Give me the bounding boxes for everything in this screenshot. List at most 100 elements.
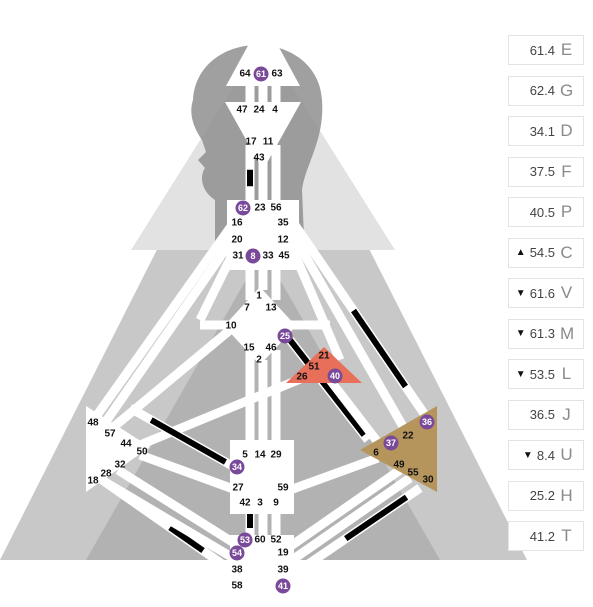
gate-8[interactable]: 8	[250, 251, 255, 261]
gate-4[interactable]: 4	[272, 105, 278, 116]
gate-52[interactable]: 52	[270, 535, 282, 546]
triangle-down-icon: ▼	[515, 287, 526, 299]
gate-19[interactable]: 19	[277, 548, 289, 559]
planet-letter: T	[561, 526, 572, 545]
gate-23[interactable]: 23	[254, 203, 266, 214]
gate-6[interactable]: 6	[373, 448, 379, 459]
gate-5[interactable]: 5	[242, 450, 248, 461]
gate-60[interactable]: 60	[254, 535, 266, 546]
gate-64[interactable]: 64	[239, 69, 251, 80]
gate-3[interactable]: 3	[257, 498, 263, 509]
gate-21[interactable]: 21	[318, 351, 330, 362]
gate-30[interactable]: 30	[422, 475, 434, 486]
gate-2[interactable]: 2	[256, 355, 262, 366]
gate-40[interactable]: 40	[330, 371, 340, 381]
gate-41-activation-circle	[275, 578, 291, 594]
g-center[interactable]	[224, 287, 296, 365]
gate-38[interactable]: 38	[231, 565, 243, 576]
gate-14[interactable]: 14	[254, 450, 266, 461]
gate-16[interactable]: 16	[231, 218, 243, 229]
gate-37[interactable]: 37	[386, 438, 396, 448]
gate-47[interactable]: 47	[236, 105, 248, 116]
gate-54[interactable]: 54	[232, 548, 242, 558]
gate-8-activation-circle	[245, 248, 261, 264]
gate-46[interactable]: 46	[265, 343, 277, 354]
gate-43[interactable]: 43	[253, 153, 265, 164]
gate-63[interactable]: 63	[271, 69, 283, 80]
gate-37-activation-circle	[383, 435, 399, 451]
gate-7[interactable]: 7	[244, 303, 250, 314]
gate-56[interactable]: 56	[270, 203, 282, 214]
gate-20[interactable]: 20	[231, 235, 243, 246]
gate-28[interactable]: 28	[100, 469, 112, 480]
gate-32[interactable]: 32	[114, 460, 126, 471]
gate-27[interactable]: 27	[232, 483, 244, 494]
gate-24[interactable]: 24	[253, 105, 265, 116]
gate-39[interactable]: 39	[277, 565, 289, 576]
gate-40-activation-circle	[327, 368, 343, 384]
channel-49-19	[282, 466, 403, 554]
gate-25[interactable]: 25	[280, 331, 290, 341]
gate-51[interactable]: 51	[308, 362, 320, 373]
gate-18[interactable]: 18	[87, 476, 99, 487]
gate-55[interactable]: 55	[407, 468, 419, 479]
gate-9[interactable]: 9	[273, 498, 279, 509]
solar-plexus-center[interactable]	[360, 406, 437, 492]
heart-center[interactable]	[286, 347, 362, 383]
gate-42[interactable]: 42	[239, 498, 251, 509]
gate-49[interactable]: 49	[393, 460, 405, 471]
gate-35[interactable]: 35	[277, 218, 289, 229]
gate-15[interactable]: 15	[243, 343, 255, 354]
gate-11[interactable]: 11	[263, 137, 274, 148]
gate-53[interactable]: 53	[240, 535, 250, 545]
gate-12[interactable]: 12	[277, 235, 289, 246]
gate-61-activation-circle	[253, 66, 269, 82]
gate-41[interactable]: 41	[278, 581, 288, 591]
gate-36[interactable]: 36	[422, 417, 432, 427]
gate-44[interactable]: 44	[120, 439, 132, 450]
gate-17[interactable]: 17	[245, 137, 257, 148]
gate-31[interactable]: 31	[232, 251, 244, 262]
ajna-center[interactable]	[225, 102, 301, 170]
gate-34[interactable]: 34	[232, 462, 242, 472]
gate-10[interactable]: 10	[225, 321, 237, 332]
gate-45[interactable]: 45	[278, 251, 290, 262]
gate-25-activation-circle	[277, 328, 293, 344]
gate-59[interactable]: 59	[277, 483, 289, 494]
channel-18-58-defined	[168, 525, 205, 554]
gate-57[interactable]: 57	[104, 429, 116, 440]
gate-50[interactable]: 50	[136, 447, 148, 458]
gate-33[interactable]: 33	[262, 251, 274, 262]
gate-13[interactable]: 13	[265, 303, 277, 314]
gate-58[interactable]: 58	[231, 581, 243, 592]
gate-22[interactable]: 22	[402, 431, 414, 442]
gate-62[interactable]: 62	[238, 203, 248, 213]
spleen-center[interactable]	[86, 406, 150, 492]
head-center[interactable]	[226, 18, 300, 86]
triangle-down-icon: ▼	[522, 449, 533, 461]
gate-1[interactable]: 1	[256, 291, 262, 302]
channel-10-57	[107, 326, 233, 434]
sacral-center[interactable]	[230, 440, 294, 514]
gate-29[interactable]: 29	[270, 450, 282, 461]
gate-48[interactable]: 48	[87, 418, 99, 429]
activation-value: 61.6	[529, 285, 555, 301]
gate-61[interactable]: 61	[256, 69, 266, 79]
gate-26[interactable]: 26	[296, 372, 308, 383]
planet-letter: J	[562, 404, 571, 424]
planet-letter: C	[560, 242, 573, 262]
